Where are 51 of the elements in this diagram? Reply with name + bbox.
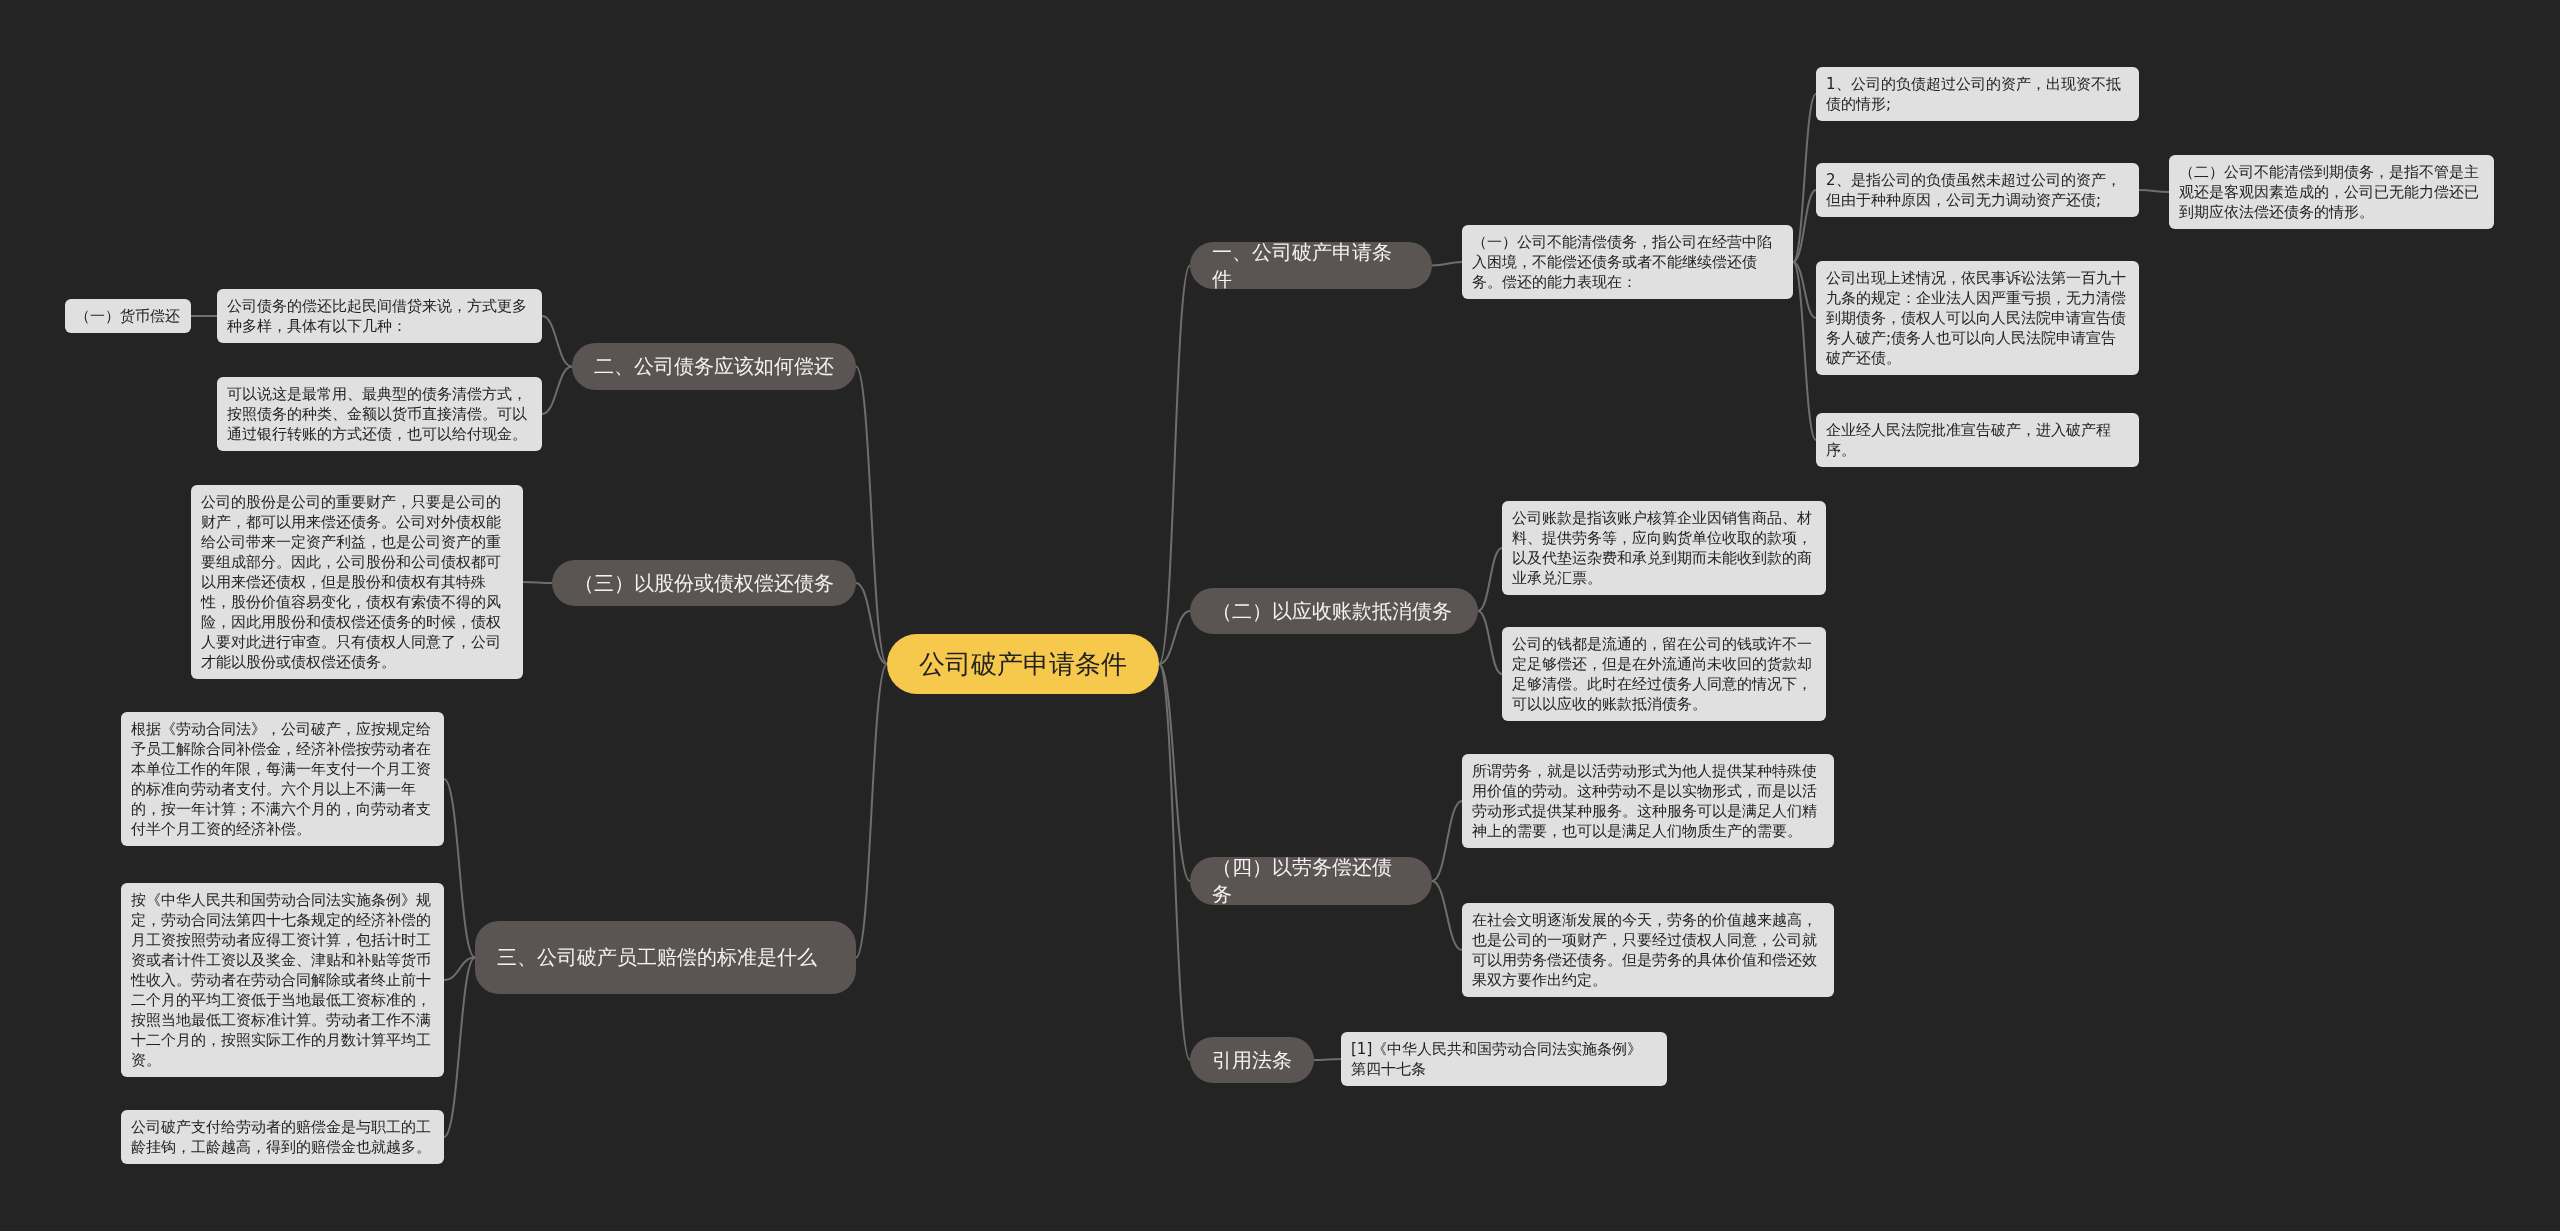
note-card: 公司账款是指该账户核算企业因销售商品、材料、提供劳务等，应向购货单位收取的款项，以及代垫运杂费和承兑到期而未能收到款的商业承兑汇票。 [1502,501,1826,595]
note-card: 公司的钱都是流通的，留在公司的钱或许不一定足够偿还，但是在外流通尚未收回的货款却足够清偿。此时在经过债务人同意的情况下，可以以应收的账款抵消债务。 [1502,627,1826,721]
note-card: （一）货币偿还 [65,299,191,333]
note-card: 按《中华人民共和国劳动合同法实施条例》规定，劳动合同法第四十七条规定的经济补偿的月工资按照劳动者应得工资计算，包括计时工资或者计件工资以及奖金、津贴和补贴等货币性收入。劳动者在劳动合同解除或者终止前十二个月的平均工资低于当地最低工资标准的，按照当地最低工资标准计算。劳动者工作不满十二个月的，按照实际工作的月数计算平均工资。 [121,883,444,1077]
connector-line [1158,264,1191,665]
connector-line [1792,93,1817,263]
branch-topic: 二、公司债务应该如何偿还 [572,343,856,390]
connector-line [1431,800,1463,882]
branch-topic: （三）以股份或债权偿还债务 [552,560,856,606]
note-card: 企业经人民法院批准宣告破产，进入破产程序。 [1816,413,2139,467]
connector-line [1477,610,1503,675]
connector-line [1158,663,1191,1061]
branch-topic: （二）以应收账款抵消债务 [1190,588,1478,634]
branch-topic: 三、公司破产员工赔偿的标准是什么 [475,921,856,994]
central-topic: 公司破产申请条件 [887,634,1159,694]
connector-line [1792,261,1817,319]
note-card: 所谓劳务，就是以活劳动形式为他人提供某种特殊使用价值的劳动。这种劳动不是以实物形式，而是以活劳动形式提供某种服务。这种服务可以是满足人们精神上的需要，也可以是满足人们物质生产的需要。 [1462,754,1834,848]
connector-line [1313,1058,1342,1061]
connector-line [855,663,888,959]
connector-line [541,315,573,368]
connector-line [1477,547,1503,612]
connector-line [443,956,476,1138]
note-card: [1]《中华人民共和国劳动合同法实施条例》第四十七条 [1341,1032,1667,1086]
note-card: 2、是指公司的负债虽然未超过公司的资产，但由于种种原因，公司无力调动资产还债; [1816,163,2139,217]
connector-line [1792,261,1817,441]
note-card: 公司债务的偿还比起民间借贷来说，方式更多种多样，具体有以下几种： [217,289,542,343]
connector-line [443,956,476,981]
connector-line [855,582,888,665]
connector-line [2138,189,2170,193]
connector-line [541,365,573,415]
note-card: 1、公司的负债超过公司的资产，出现资不抵债的情形; [1816,67,2139,121]
note-card: 根据《劳动合同法》，公司破产，应按规定给予员工解除合同补偿金，经济补偿按劳动者在本单位工作的年限，每满一年支付一个月工资的标准向劳动者支付。六个月以上不满一年的，按一年计算；不满六个月的，向劳动者支付半个月工资的经济补偿。 [121,712,444,846]
connector-line [443,778,476,959]
branch-topic: （四）以劳务偿还债务 [1190,857,1432,905]
connector-line [1158,610,1191,665]
connector-line [855,365,888,665]
connector-line [1158,663,1191,882]
connector-line [522,581,553,584]
connector-line [190,315,218,317]
note-card: 在社会文明逐渐发展的今天，劳务的价值越来越高，也是公司的一项财产，只要经过债权人同意，公司就可以用劳务偿还债务。但是劳务的具体价值和偿还效果双方要作出约定。 [1462,903,1834,997]
note-card: （二）公司不能清偿到期债务，是指不管是主观还是客观因素造成的，公司已无能力偿还已到期应依法偿还债务的情形。 [2169,155,2494,229]
note-card: 公司破产支付给劳动者的赔偿金是与职工的工龄挂钩，工龄越高，得到的赔偿金也就越多。 [121,1110,444,1164]
connector-line [1792,189,1817,263]
note-card: 可以说这是最常用、最典型的债务清偿方式，按照债务的种类、金额以货币直接清偿。可以通过银行转账的方式还债，也可以给付现金。 [217,377,542,451]
connector-line [1431,880,1463,951]
connector-line [1431,261,1463,267]
note-card: 公司的股份是公司的重要财产，只要是公司的财产，都可以用来偿还债务。公司对外债权能给公司带来一定资产利益，也是公司资产的重要组成部分。因此，公司股份和公司债权都可以用来偿还债权，但是股份和债权有其特殊性，股份价值容易变化，债权有索债不得的风险，因此用股份和债权偿还债务的时候，债权人要对此进行审查。只有债权人同意了，公司才能以股份或债权偿还债务。 [191,485,523,679]
note-card: （一）公司不能清偿债务，指公司在经营中陷入困境，不能偿还债务或者不能继续偿还债务。偿还的能力表现在： [1462,225,1793,299]
note-card: 公司出现上述情况，依民事诉讼法第一百九十九条的规定：企业法人因严重亏损，无力清偿到期债务，债权人可以向人民法院申请宣告债务人破产;债务人也可以向人民法院申请宣告破产还债。 [1816,261,2139,375]
branch-topic: 引用法条 [1190,1037,1314,1083]
branch-topic: 一、公司破产申请条件 [1190,242,1432,289]
